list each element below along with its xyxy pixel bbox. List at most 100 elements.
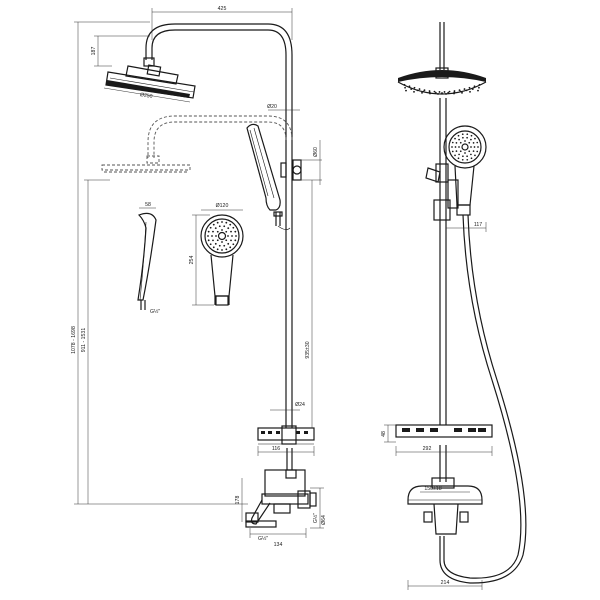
- side-rain-head: [397, 67, 487, 95]
- nozzle-dot: [404, 86, 406, 89]
- nozzle-dot: [459, 90, 462, 93]
- dim-lower-pipe: Ø24: [295, 402, 305, 408]
- nozzle-dot: [458, 138, 460, 141]
- nozzle-dot: [470, 157, 473, 160]
- front-view: [101, 23, 317, 528]
- dim-total-height: 1078 - 1698: [71, 326, 77, 354]
- rain-head: [105, 64, 196, 99]
- nozzle-dot: [433, 90, 436, 93]
- nozzle-dot: [416, 89, 419, 92]
- dim-outlet-diameter: Ø64: [321, 515, 327, 525]
- shelf-slot: [454, 428, 462, 432]
- nozzle-dot: [478, 83, 481, 86]
- nozzle-dot: [441, 92, 443, 94]
- nozzle-dot: [455, 150, 458, 152]
- nozzle-dot: [472, 150, 475, 152]
- nozzle-dot: [466, 136, 468, 139]
- dim-shelf-width: 116: [272, 446, 280, 452]
- nozzle-dot: [211, 235, 213, 237]
- side-view: [395, 22, 527, 584]
- nozzle-dot: [225, 248, 228, 251]
- nozzle-dot: [413, 90, 415, 93]
- dim-mixer-spacing: 150±18: [424, 486, 441, 492]
- nozzle-dot: [477, 146, 479, 148]
- nozzle-dot: [234, 230, 237, 233]
- nozzle-dot: [223, 225, 226, 228]
- hand-shower-side-detail: [137, 212, 157, 310]
- nozzle-dot: [464, 140, 466, 142]
- nozzle-dot: [422, 90, 425, 93]
- nozzle-dot: [209, 243, 212, 246]
- nozzle-dot: [212, 239, 214, 242]
- shelf-slot: [416, 428, 424, 432]
- dim-hand-head-diameter: Ø120: [216, 203, 229, 209]
- side-hose: [439, 214, 527, 584]
- nozzle-dot: [229, 246, 232, 249]
- dim-shelf-depth: 292: [423, 446, 432, 452]
- nozzle-dot: [225, 230, 228, 233]
- nozzle-dot: [451, 141, 454, 144]
- nozzle-dot: [447, 91, 450, 94]
- dim-pipe-diameter: Ø20: [267, 104, 277, 110]
- nozzle-dot: [216, 248, 219, 251]
- nozzle-dot: [477, 89, 479, 92]
- nozzle-dot: [413, 86, 416, 89]
- nozzle-dot: [478, 86, 480, 89]
- nozzle-dot: [471, 88, 474, 91]
- nozzle-dot: [218, 244, 221, 247]
- nozzle-dot: [445, 93, 447, 95]
- nozzle-dot: [216, 221, 219, 224]
- nozzle-dot: [207, 235, 209, 237]
- nozzle-dot: [216, 239, 219, 242]
- nozzle-dot: [472, 142, 475, 144]
- nozzle-dot: [458, 153, 460, 156]
- nozzle-dot: [457, 157, 460, 160]
- nozzle-dot: [466, 155, 468, 158]
- nozzle-dot: [468, 141, 471, 144]
- mixer: [245, 469, 317, 528]
- hand-nozzles: [451, 133, 479, 161]
- nozzle-dot: [232, 243, 235, 246]
- nozzle-dot: [229, 223, 232, 226]
- nozzle-dot: [473, 146, 476, 148]
- nozzle-dot: [223, 244, 226, 247]
- shelf-slot: [430, 428, 438, 432]
- nozzle-dot: [443, 91, 446, 93]
- nozzle-dot: [221, 241, 223, 243]
- nozzle-dot: [207, 239, 210, 242]
- nozzle-dot: [462, 136, 464, 139]
- nozzle-dot: [221, 249, 223, 251]
- nozzle-dot: [225, 239, 228, 242]
- nozzle-dot: [474, 154, 476, 157]
- shelf-slot: [478, 428, 486, 432]
- side-hand-shower: [443, 125, 487, 216]
- dim-side-depth: 214: [441, 580, 450, 586]
- nozzle-dot: [464, 152, 466, 154]
- nozzle-dot: [455, 142, 458, 144]
- nozzle-dot: [410, 88, 413, 91]
- nozzle-dot: [230, 230, 232, 233]
- hose-front: [277, 225, 291, 230]
- side-mixer: [407, 477, 483, 535]
- side-shelf: [395, 424, 493, 438]
- hand-shower-mounted: [246, 123, 283, 226]
- hand-shower-front-detail: [200, 214, 244, 306]
- nozzle-dot: [461, 158, 464, 161]
- nozzle-dot: [214, 227, 217, 230]
- nozzle-dot: [218, 225, 221, 228]
- nozzle-dot: [466, 133, 469, 136]
- nozzle-dot: [462, 155, 464, 158]
- spray-nozzles: [207, 221, 237, 251]
- nozzle-dot: [232, 226, 235, 229]
- nozzle-dot: [474, 137, 476, 140]
- nozzle-dot: [458, 146, 460, 148]
- nozzle-dot: [457, 134, 460, 137]
- dim-head-height: 187: [91, 47, 97, 56]
- nozzle-dot: [434, 91, 437, 94]
- nozzle-dot: [214, 242, 217, 245]
- riser-pipe: [285, 55, 293, 470]
- nozzle-dot: [212, 223, 215, 226]
- nozzle-dot: [476, 141, 479, 144]
- nozzle-dot: [469, 90, 471, 93]
- dim-top-width: 425: [218, 6, 227, 12]
